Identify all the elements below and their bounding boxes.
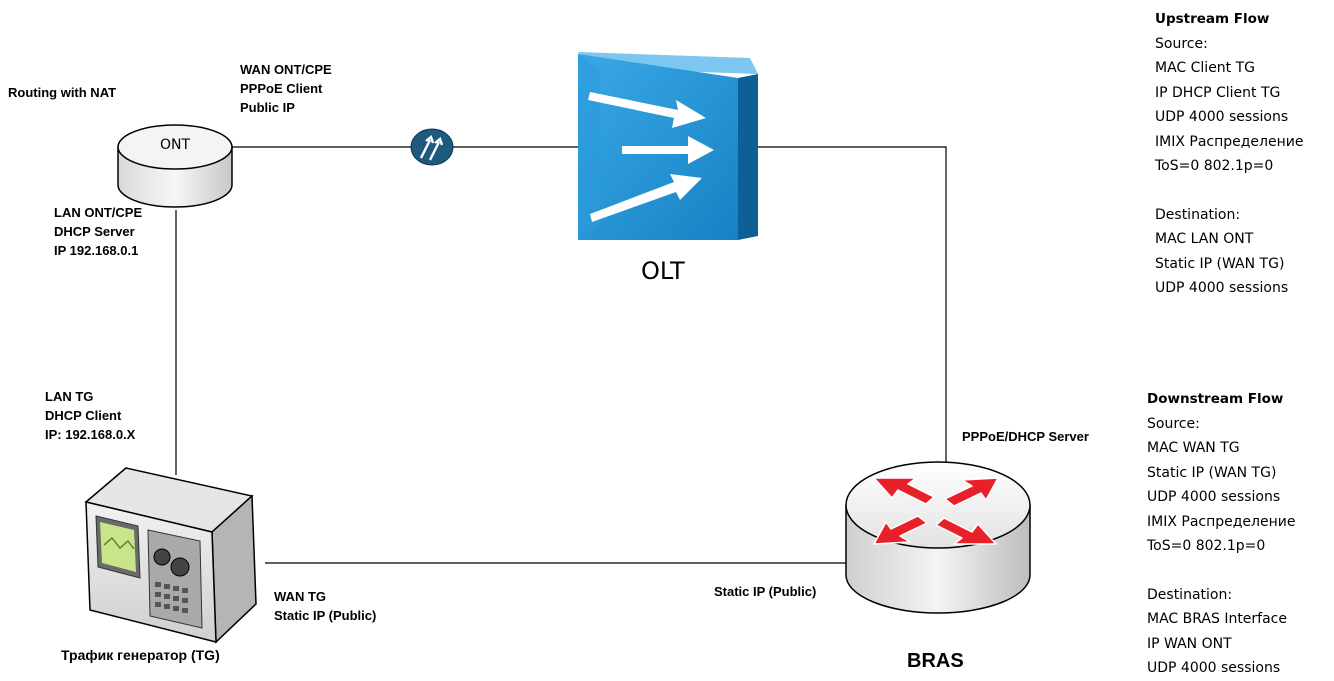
upstream-title: Upstream Flow xyxy=(1155,11,1270,27)
lan-tg-label: LAN TG DHCP Client IP: 192.168.0.X xyxy=(45,387,135,444)
downstream-source-4: IMIX Распределение xyxy=(1147,513,1296,530)
upstream-dest-1: MAC LAN ONT xyxy=(1155,231,1254,247)
link-arrows-icon xyxy=(410,128,454,166)
tg-label: Трафик генератор (TG) xyxy=(61,647,220,663)
lan-tg-line-3: IP: 192.168.0.X xyxy=(45,427,136,442)
upstream-dest-2: Static IP (WAN TG) xyxy=(1155,255,1285,272)
wan-tg-label: WAN TG Static IP (Public) xyxy=(274,587,376,625)
lan-ont-label: LAN ONT/CPE DHCP Server IP 192.168.0.1 xyxy=(54,203,142,260)
downstream-dest-title: Destination: xyxy=(1147,586,1233,603)
routing-label: Routing with NAT xyxy=(8,85,117,100)
link-olt-bras xyxy=(758,146,947,462)
wan-ont-line-3: Public IP xyxy=(240,100,295,115)
router-icon[interactable] xyxy=(845,461,1031,614)
downstream-title: Downstream Flow xyxy=(1147,391,1284,407)
upstream-flow-panel: Upstream Flow Source: MAC Client TG IP D… xyxy=(1155,7,1303,301)
downstream-source-3: UDP 4000 sessions xyxy=(1147,489,1281,505)
lan-ont-line-3: IP 192.168.0.1 xyxy=(54,243,139,258)
upstream-source-title: Source: xyxy=(1155,35,1208,52)
upstream-gap xyxy=(1155,179,1303,203)
downstream-dest-1: MAC BRAS Interface xyxy=(1147,611,1287,627)
wan-tg-line-1: WAN TG xyxy=(274,589,326,604)
bras-label: BRAS xyxy=(907,650,964,672)
lan-tg-line-1: LAN TG xyxy=(45,389,94,404)
upstream-source-3: UDP 4000 sessions xyxy=(1155,109,1289,125)
upstream-source-4: IMIX Распределение xyxy=(1155,133,1304,150)
olt-label: OLT xyxy=(641,257,685,285)
lan-ont-line-2: DHCP Server xyxy=(54,224,135,239)
downstream-source-2: Static IP (WAN TG) xyxy=(1147,464,1277,481)
downstream-source-1: MAC WAN TG xyxy=(1147,440,1240,456)
downstream-dest-2: IP WAN ONT xyxy=(1147,635,1232,652)
upstream-source-1: MAC Client TG xyxy=(1155,60,1256,76)
wan-ont-label: WAN ONT/CPE PPPoE Client Public IP xyxy=(240,60,332,117)
traffic-generator-icon[interactable] xyxy=(84,467,257,644)
downstream-gap xyxy=(1147,559,1295,583)
downstream-dest-3: UDP 4000 sessions xyxy=(1147,660,1281,676)
wan-ont-line-1: WAN ONT/CPE xyxy=(240,62,332,77)
upstream-source-2: IP DHCP Client TG xyxy=(1155,84,1281,101)
downstream-source-title: Source: xyxy=(1147,415,1200,432)
ont-label: ONT xyxy=(160,137,191,153)
bras-static-label: Static IP (Public) xyxy=(714,584,817,599)
upstream-dest-title: Destination: xyxy=(1155,206,1241,223)
wan-ont-line-2: PPPoE Client xyxy=(240,81,323,96)
lan-ont-line-1: LAN ONT/CPE xyxy=(54,205,143,220)
wan-tg-line-2: Static IP (Public) xyxy=(274,608,377,623)
downstream-source-5: ToS=0 802.1p=0 xyxy=(1147,538,1266,554)
ont-cylinder-icon[interactable] xyxy=(117,124,233,208)
pppoe-server-label: PPPoE/DHCP Server xyxy=(962,429,1089,444)
olt-switch-icon[interactable] xyxy=(578,52,758,240)
downstream-flow-panel: Downstream Flow Source: MAC WAN TG Stati… xyxy=(1147,387,1295,681)
upstream-dest-3: UDP 4000 sessions xyxy=(1155,280,1289,296)
upstream-source-5: ToS=0 802.1p=0 xyxy=(1155,158,1274,174)
connection-lines xyxy=(175,146,947,564)
lan-tg-line-2: DHCP Client xyxy=(45,408,122,423)
